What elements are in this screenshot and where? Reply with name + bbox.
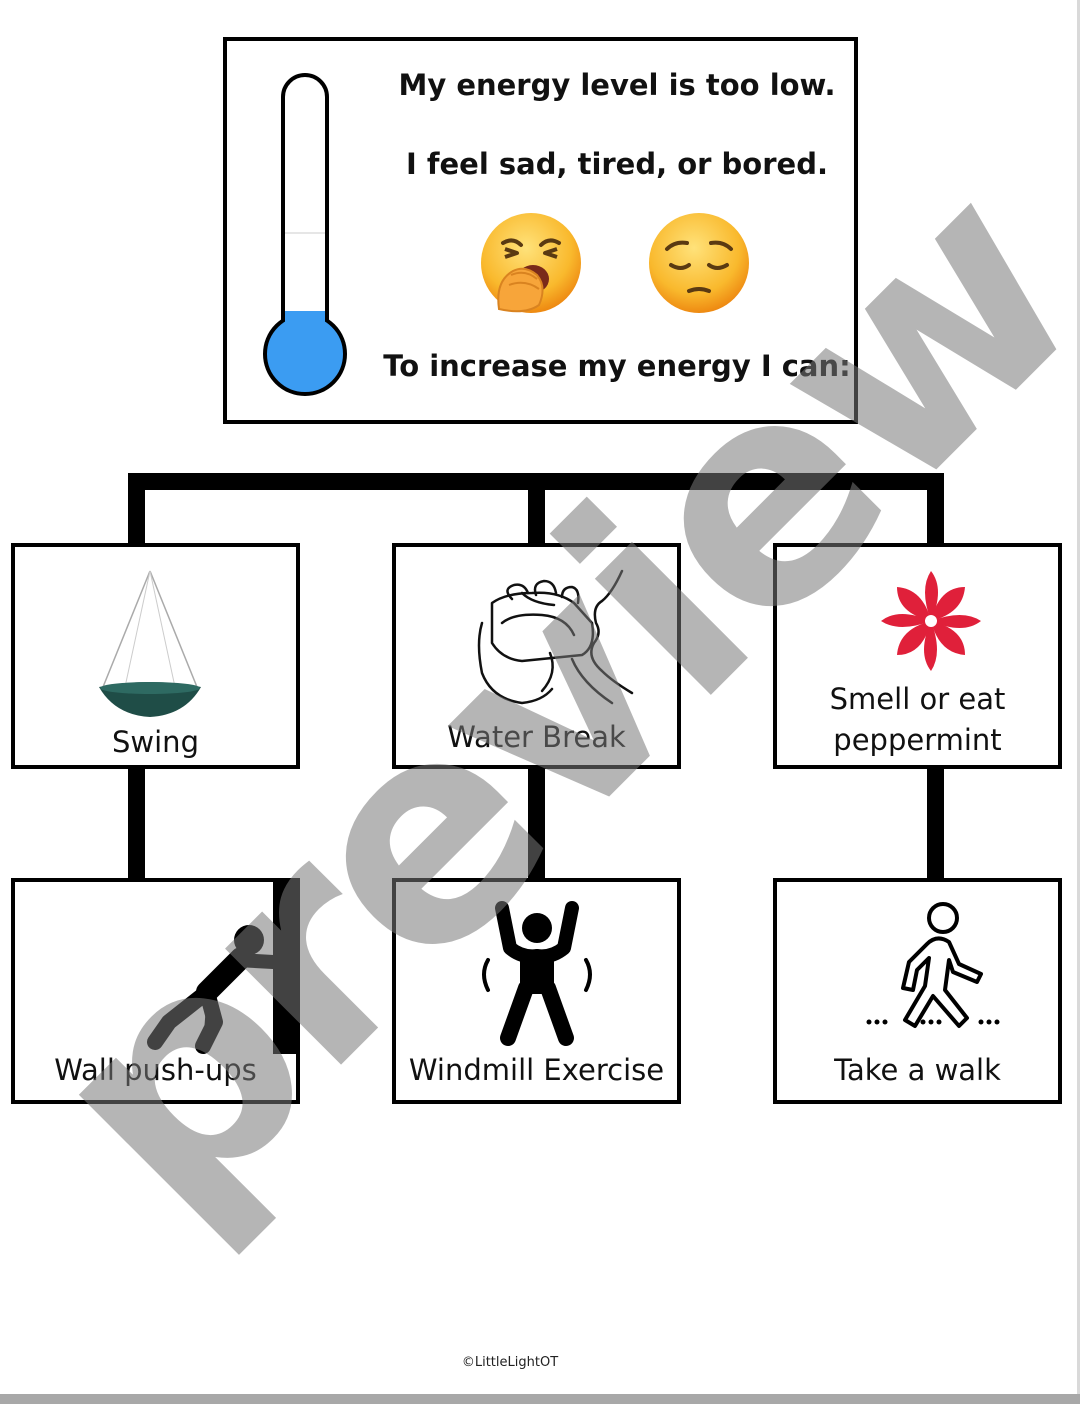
option-card-wall-pushups: Wall push-ups (11, 878, 300, 1104)
wall-pushup-icon (145, 882, 305, 1057)
page-edge (0, 1394, 1080, 1404)
option-label: Water Break (396, 717, 677, 758)
option-label: Windmill Exercise (396, 1050, 677, 1091)
walking-person-icon (863, 898, 1003, 1048)
option-label-line1: Smell or eat (777, 679, 1058, 720)
option-card-windmill-exercise: Windmill Exercise (392, 878, 681, 1104)
option-label: Wall push-ups (15, 1050, 296, 1091)
windmill-exercise-icon (472, 898, 602, 1048)
connector-line (927, 473, 944, 547)
energy-level-card: My energy level is too low. I feel sad, … (223, 37, 858, 424)
option-card-peppermint: Smell or eat peppermint (773, 543, 1062, 769)
connector-line (128, 768, 145, 882)
option-card-water-break: Water Break (392, 543, 681, 769)
drinking-water-icon (462, 563, 652, 723)
option-label: Take a walk (777, 1050, 1058, 1091)
yawning-face-icon (477, 209, 585, 317)
pensive-face-icon (645, 209, 753, 317)
swing-icon (95, 567, 205, 727)
feelings-statement: I feel sad, tired, or bored. (377, 147, 857, 181)
connector-line (128, 473, 145, 547)
copyright-credit: ©LittleLightOT (0, 1355, 1020, 1370)
connector-line (528, 768, 545, 882)
energy-level-statement: My energy level is too low. (377, 68, 857, 102)
increase-energy-prompt: To increase my energy I can: (377, 349, 857, 383)
peppermint-icon (879, 569, 983, 673)
thermometer-icon (260, 71, 350, 401)
option-card-take-a-walk: Take a walk (773, 878, 1062, 1104)
option-label: Swing (15, 722, 296, 763)
connector-line (528, 473, 545, 547)
option-card-swing: Swing (11, 543, 300, 769)
connector-line (927, 768, 944, 882)
option-label-line2: peppermint (777, 720, 1058, 761)
